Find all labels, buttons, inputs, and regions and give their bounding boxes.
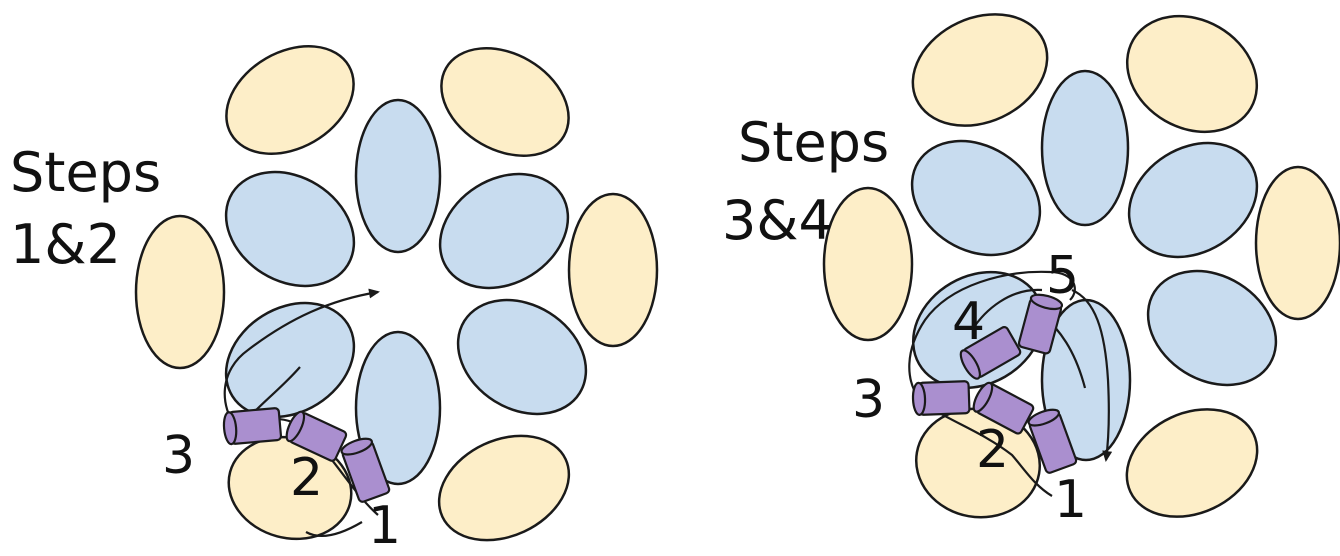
outer-petal (225, 45, 355, 155)
inner-petal (438, 172, 570, 290)
outer-petal (911, 13, 1049, 127)
outer-petal (134, 214, 226, 370)
panel-1-step-label-2: 2 (290, 448, 324, 508)
inner-petal (456, 298, 588, 416)
inner-petal (354, 98, 442, 254)
inner-petal (1127, 141, 1259, 259)
thread-path (908, 270, 1076, 497)
panel-2-step-label-1: 1 (1054, 470, 1088, 530)
panel-2-step-label-2: 2 (976, 420, 1010, 480)
panel-2-step-label-5: 5 (1046, 246, 1080, 306)
thread-path (971, 288, 1043, 331)
bead (972, 381, 1035, 435)
panel-2-step-label-4: 4 (952, 292, 986, 352)
inner-petal (224, 170, 356, 288)
outer-petal (437, 434, 571, 542)
inner-petal (910, 139, 1042, 257)
thread-path (1071, 288, 1113, 462)
outer-petal (1254, 165, 1340, 321)
outer-petal (567, 192, 659, 348)
bead (911, 380, 971, 416)
thread-path (305, 521, 363, 537)
outer-petal (1125, 408, 1259, 518)
panel-1-title-line-2: 1&2 (10, 213, 121, 276)
inner-petal (354, 330, 442, 486)
inner-petal (1146, 269, 1278, 387)
panel-1-step-label-3: 3 (162, 426, 196, 486)
panel-1-title-line-1: Steps (10, 141, 162, 204)
outer-petal (440, 47, 570, 157)
bead (1027, 408, 1078, 474)
bead (285, 410, 348, 462)
panel-2-title-line-2: 3&4 (722, 189, 833, 252)
bead (959, 326, 1022, 380)
bead (222, 407, 283, 446)
panel-2-step-label-3: 3 (852, 370, 886, 430)
panel-2-title-line-1: Steps (738, 111, 890, 174)
bead (340, 437, 391, 503)
inner-petal (1040, 69, 1130, 227)
panel-steps-1-2 (134, 45, 659, 542)
inner-petal (224, 301, 356, 419)
outer-petal (822, 186, 914, 342)
panel-1-step-label-1: 1 (368, 496, 402, 556)
panel-steps-3-4 (822, 13, 1340, 519)
bead (1017, 293, 1064, 355)
outer-petal (1125, 14, 1259, 134)
